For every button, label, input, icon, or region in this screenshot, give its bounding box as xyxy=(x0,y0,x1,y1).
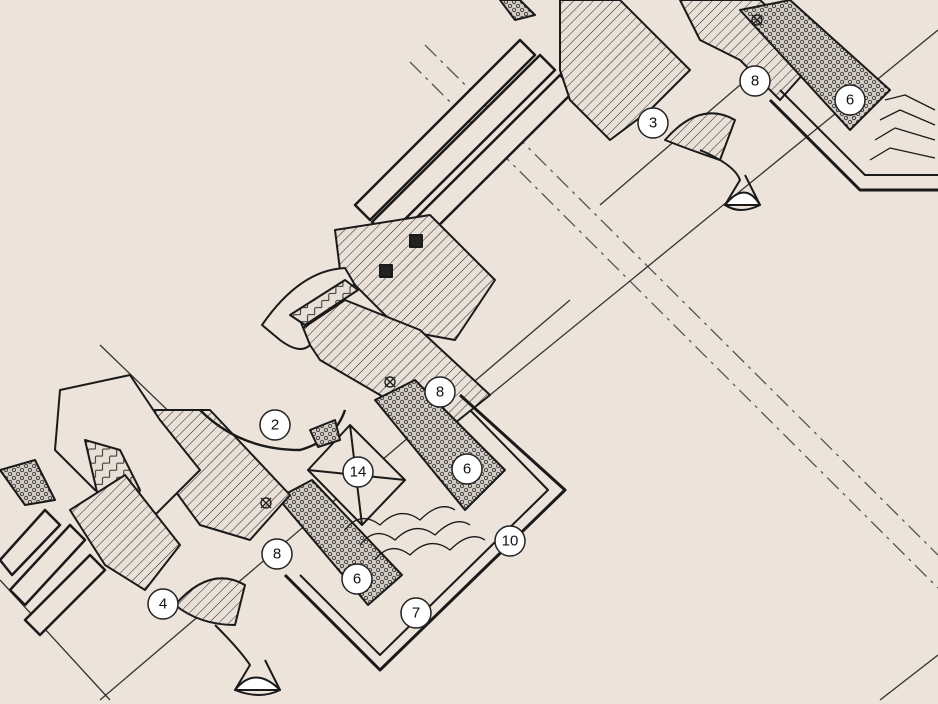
svg-text:8: 8 xyxy=(273,546,281,563)
callout-8-top: 8 xyxy=(739,65,771,97)
callout-6-bottom: 6 xyxy=(341,563,373,595)
svg-text:10: 10 xyxy=(502,533,519,550)
svg-text:6: 6 xyxy=(353,571,361,588)
callout-8-center: 8 xyxy=(424,376,456,408)
callout-10: 10 xyxy=(494,525,526,557)
svg-text:8: 8 xyxy=(751,73,759,90)
callout-3: 3 xyxy=(637,107,669,139)
fastener-symbols xyxy=(260,14,763,509)
callout-8-bottom: 8 xyxy=(261,538,293,570)
svg-text:3: 3 xyxy=(649,115,657,132)
svg-text:14: 14 xyxy=(350,464,367,481)
callout-14: 14 xyxy=(342,456,374,488)
center-unit xyxy=(154,214,567,672)
svg-text:4: 4 xyxy=(159,596,167,613)
svg-text:2: 2 xyxy=(271,417,279,434)
callouts: 2 3 4 6 6 6 7 8 xyxy=(147,65,866,629)
bottom-left-unit xyxy=(0,374,281,696)
callout-6-center: 6 xyxy=(451,453,483,485)
callout-4: 4 xyxy=(147,588,179,620)
svg-text:7: 7 xyxy=(412,605,420,622)
callout-7: 7 xyxy=(400,597,432,629)
svg-text:8: 8 xyxy=(436,384,444,401)
callout-6-top: 6 xyxy=(834,84,866,116)
svg-text:6: 6 xyxy=(846,92,854,109)
callout-2: 2 xyxy=(259,409,291,441)
svg-text:6: 6 xyxy=(463,461,471,478)
